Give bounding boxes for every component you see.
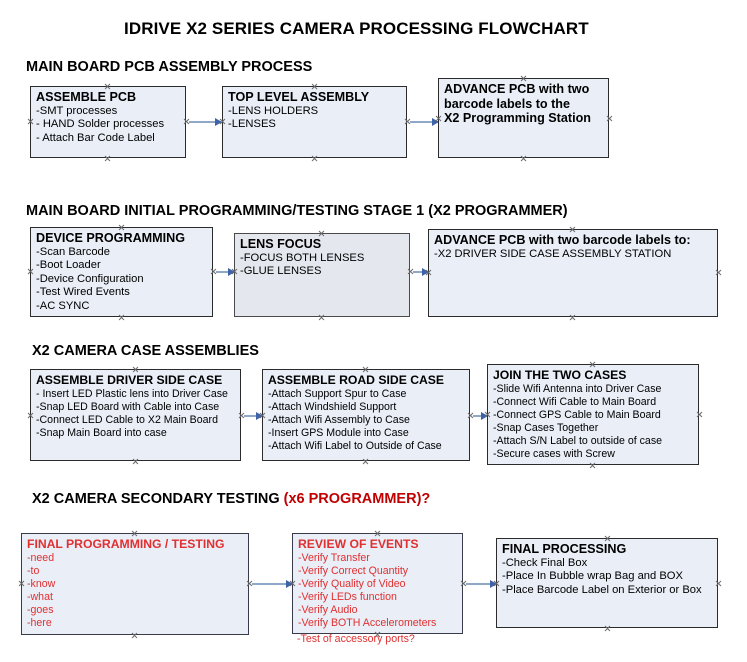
node-item: -LENS HOLDERS: [228, 104, 319, 117]
node-item: -LENSES: [228, 118, 276, 131]
node-item: -need: [27, 551, 55, 564]
node-title: FINAL PROGRAMMING / TESTING: [27, 537, 225, 551]
node-item: -Snap LED Board with Cable into Case: [36, 400, 220, 413]
node-item: -Verify BOTH Accelerometers: [298, 616, 437, 629]
node-item: -Snap Cases Together: [493, 421, 599, 434]
section-heading-4: X2 CAMERA SECONDARY TESTING (x6 PROGRAMM…: [32, 491, 430, 507]
arrow-connector: [473, 412, 488, 420]
section-heading-4-text: X2 CAMERA SECONDARY TESTING: [32, 491, 284, 507]
node-item: -Verify Audio: [298, 603, 358, 616]
node-item-overflow: -Test of accessory ports?: [297, 633, 415, 645]
node-device-programming[interactable]: DEVICE PROGRAMMING -Scan Barcode -Boot L…: [30, 227, 213, 317]
node-item: -what: [27, 590, 53, 603]
node-item: -to: [27, 564, 40, 577]
node-review-of-events[interactable]: REVIEW OF EVENTS -Verify Transfer -Verif…: [292, 533, 463, 634]
node-title: ADVANCE PCB with two barcode labels to:: [434, 233, 691, 247]
node-item: -GLUE LENSES: [240, 265, 322, 278]
node-title: LENS FOCUS: [240, 237, 322, 251]
node-item: -Attach S/N Label to outside of case: [493, 434, 663, 447]
node-item: -Secure cases with Screw: [493, 447, 615, 460]
node-item: -Verify Quality of Video: [298, 577, 406, 590]
node-advance-pcb-driver-side[interactable]: ADVANCE PCB with two barcode labels to: …: [428, 229, 718, 317]
node-item: -Place Barcode Label on Exterior or Box: [502, 583, 702, 596]
node-item: -Snap Main Board into case: [36, 426, 167, 439]
node-final-programming-testing[interactable]: FINAL PROGRAMMING / TESTING -need -to -k…: [21, 533, 249, 635]
node-item: -Connect LED Cable to X2 Main Board: [36, 413, 218, 426]
node-title: JOIN THE TWO CASES: [493, 368, 627, 382]
node-item: -Verify Correct Quantity: [298, 564, 409, 577]
node-item: barcode labels to the: [444, 96, 570, 111]
section-heading-2: MAIN BOARD INITIAL PROGRAMMING/TESTING S…: [26, 203, 568, 219]
node-item: -Insert GPS Module into Case: [268, 426, 409, 439]
node-advance-pcb-programming-station[interactable]: ADVANCE PCB with two barcode labels to t…: [438, 78, 609, 158]
page-title: IDRIVE X2 SERIES CAMERA PROCESSING FLOWC…: [124, 19, 589, 38]
arrow-connector: [189, 118, 222, 126]
node-title: TOP LEVEL ASSEMBLY: [228, 90, 370, 104]
node-item: -FOCUS BOTH LENSES: [240, 251, 365, 264]
node-item: -know: [27, 577, 56, 590]
arrow-connector: [413, 268, 429, 276]
node-title: ADVANCE PCB with two: [444, 82, 590, 96]
node-item: -Scan Barcode: [36, 245, 111, 258]
node-item: - Insert LED Plastic lens into Driver Ca…: [36, 387, 228, 400]
node-item: -Device Configuration: [36, 272, 144, 285]
node-title: DEVICE PROGRAMMING: [36, 231, 186, 245]
node-item: -here: [27, 616, 52, 629]
node-item: - HAND Solder processes: [36, 118, 165, 131]
node-item: -Verify Transfer: [298, 551, 370, 564]
node-item: X2 Programming Station: [444, 111, 591, 125]
section-heading-3: X2 CAMERA CASE ASSEMBLIES: [32, 343, 259, 359]
node-item: -Attach Wifi Assembly to Case: [268, 413, 410, 426]
node-item: -Attach Wifi Label to Outside of Case: [268, 439, 442, 452]
section-heading-1: MAIN BOARD PCB ASSEMBLY PROCESS: [26, 59, 313, 75]
node-join-the-two-cases[interactable]: JOIN THE TWO CASES -Slide Wifi Antenna i…: [487, 364, 699, 465]
node-item: -Check Final Box: [502, 556, 588, 569]
node-title: ASSEMBLE DRIVER SIDE CASE: [36, 373, 223, 387]
node-title: REVIEW OF EVENTS: [298, 537, 419, 551]
node-assemble-pcb[interactable]: ASSEMBLE PCB -SMT processes - HAND Solde…: [30, 86, 186, 158]
arrow-connector: [466, 580, 497, 588]
node-item: -X2 DRIVER SIDE CASE ASSEMBLY STATION: [434, 247, 672, 260]
node-item: -AC SYNC: [36, 299, 90, 312]
node-title: ASSEMBLE PCB: [36, 90, 137, 104]
node-title: ASSEMBLE ROAD SIDE CASE: [268, 373, 445, 387]
arrow-connector: [216, 268, 235, 276]
node-final-processing[interactable]: FINAL PROCESSING -Check Final Box -Place…: [496, 538, 718, 628]
node-item: -Connect GPS Cable to Main Board: [493, 408, 661, 421]
node-item: -Attach Support Spur to Case: [268, 387, 407, 400]
node-assemble-driver-side-case[interactable]: ASSEMBLE DRIVER SIDE CASE - Insert LED P…: [30, 369, 241, 461]
node-item: -Test Wired Events: [36, 286, 130, 299]
node-item: -Attach Windshield Support: [268, 400, 397, 413]
node-top-level-assembly[interactable]: TOP LEVEL ASSEMBLY -LENS HOLDERS -LENSES: [222, 86, 407, 158]
node-item: - Attach Bar Code Label: [36, 131, 155, 144]
node-assemble-road-side-case[interactable]: ASSEMBLE ROAD SIDE CASE -Attach Support …: [262, 369, 470, 461]
arrow-connector: [252, 580, 293, 588]
node-item: -Verify LEDs function: [298, 590, 397, 603]
node-item: -SMT processes: [36, 104, 118, 117]
arrow-connector: [244, 412, 263, 420]
node-item: -Place In Bubble wrap Bag and BOX: [502, 570, 683, 583]
node-lens-focus[interactable]: LENS FOCUS -FOCUS BOTH LENSES -GLUE LENS…: [234, 233, 410, 317]
node-item: -Slide Wifi Antenna into Driver Case: [493, 382, 662, 395]
section-heading-4-accent: (x6 PROGRAMMER)?: [283, 491, 431, 507]
node-title: FINAL PROCESSING: [502, 542, 627, 556]
arrow-connector: [410, 118, 439, 126]
node-item: -Connect Wifi Cable to Main Board: [493, 395, 657, 408]
node-item: -goes: [27, 603, 54, 616]
node-item: -Boot Loader: [36, 259, 101, 272]
